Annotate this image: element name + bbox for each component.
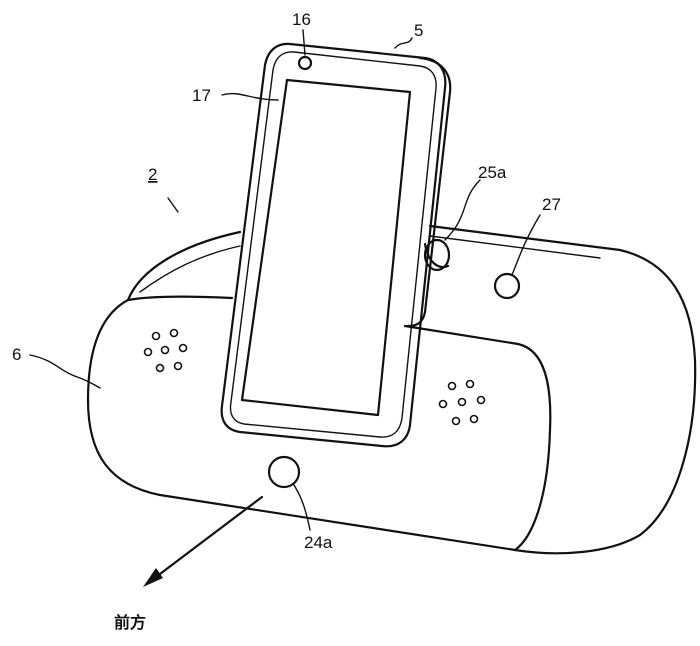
front-button-24a bbox=[267, 455, 301, 489]
label-25a: 25a bbox=[478, 163, 507, 182]
camera-icon bbox=[297, 55, 313, 71]
label-27: 27 bbox=[542, 195, 561, 214]
label-6: 6 bbox=[12, 345, 21, 364]
label-forward: 前方 bbox=[114, 613, 146, 632]
leader-lines bbox=[29, 29, 541, 531]
buttons bbox=[267, 238, 521, 489]
label-5: 5 bbox=[414, 21, 423, 40]
base-front-face-edge bbox=[126, 295, 552, 552]
top-button-27 bbox=[493, 272, 521, 300]
label-16: 16 bbox=[292, 10, 311, 29]
speaker-left bbox=[143, 328, 188, 373]
forward-arrow bbox=[143, 495, 264, 587]
label-24a: 24a bbox=[304, 533, 333, 552]
label-17: 17 bbox=[192, 86, 211, 105]
phone-inner-bezel bbox=[229, 51, 437, 438]
phone-outline bbox=[220, 42, 447, 448]
phone-screen bbox=[240, 78, 412, 417]
rear-button-25a bbox=[423, 238, 451, 272]
label-2: 2 bbox=[148, 165, 157, 184]
speaker-right bbox=[438, 379, 486, 426]
base-body bbox=[86, 224, 697, 555]
labels: 16 5 17 2 25a 27 6 24a 前方 bbox=[12, 10, 561, 632]
rear-button-rim bbox=[423, 242, 450, 269]
phone bbox=[220, 42, 452, 448]
base-top-ridge bbox=[139, 235, 601, 293]
